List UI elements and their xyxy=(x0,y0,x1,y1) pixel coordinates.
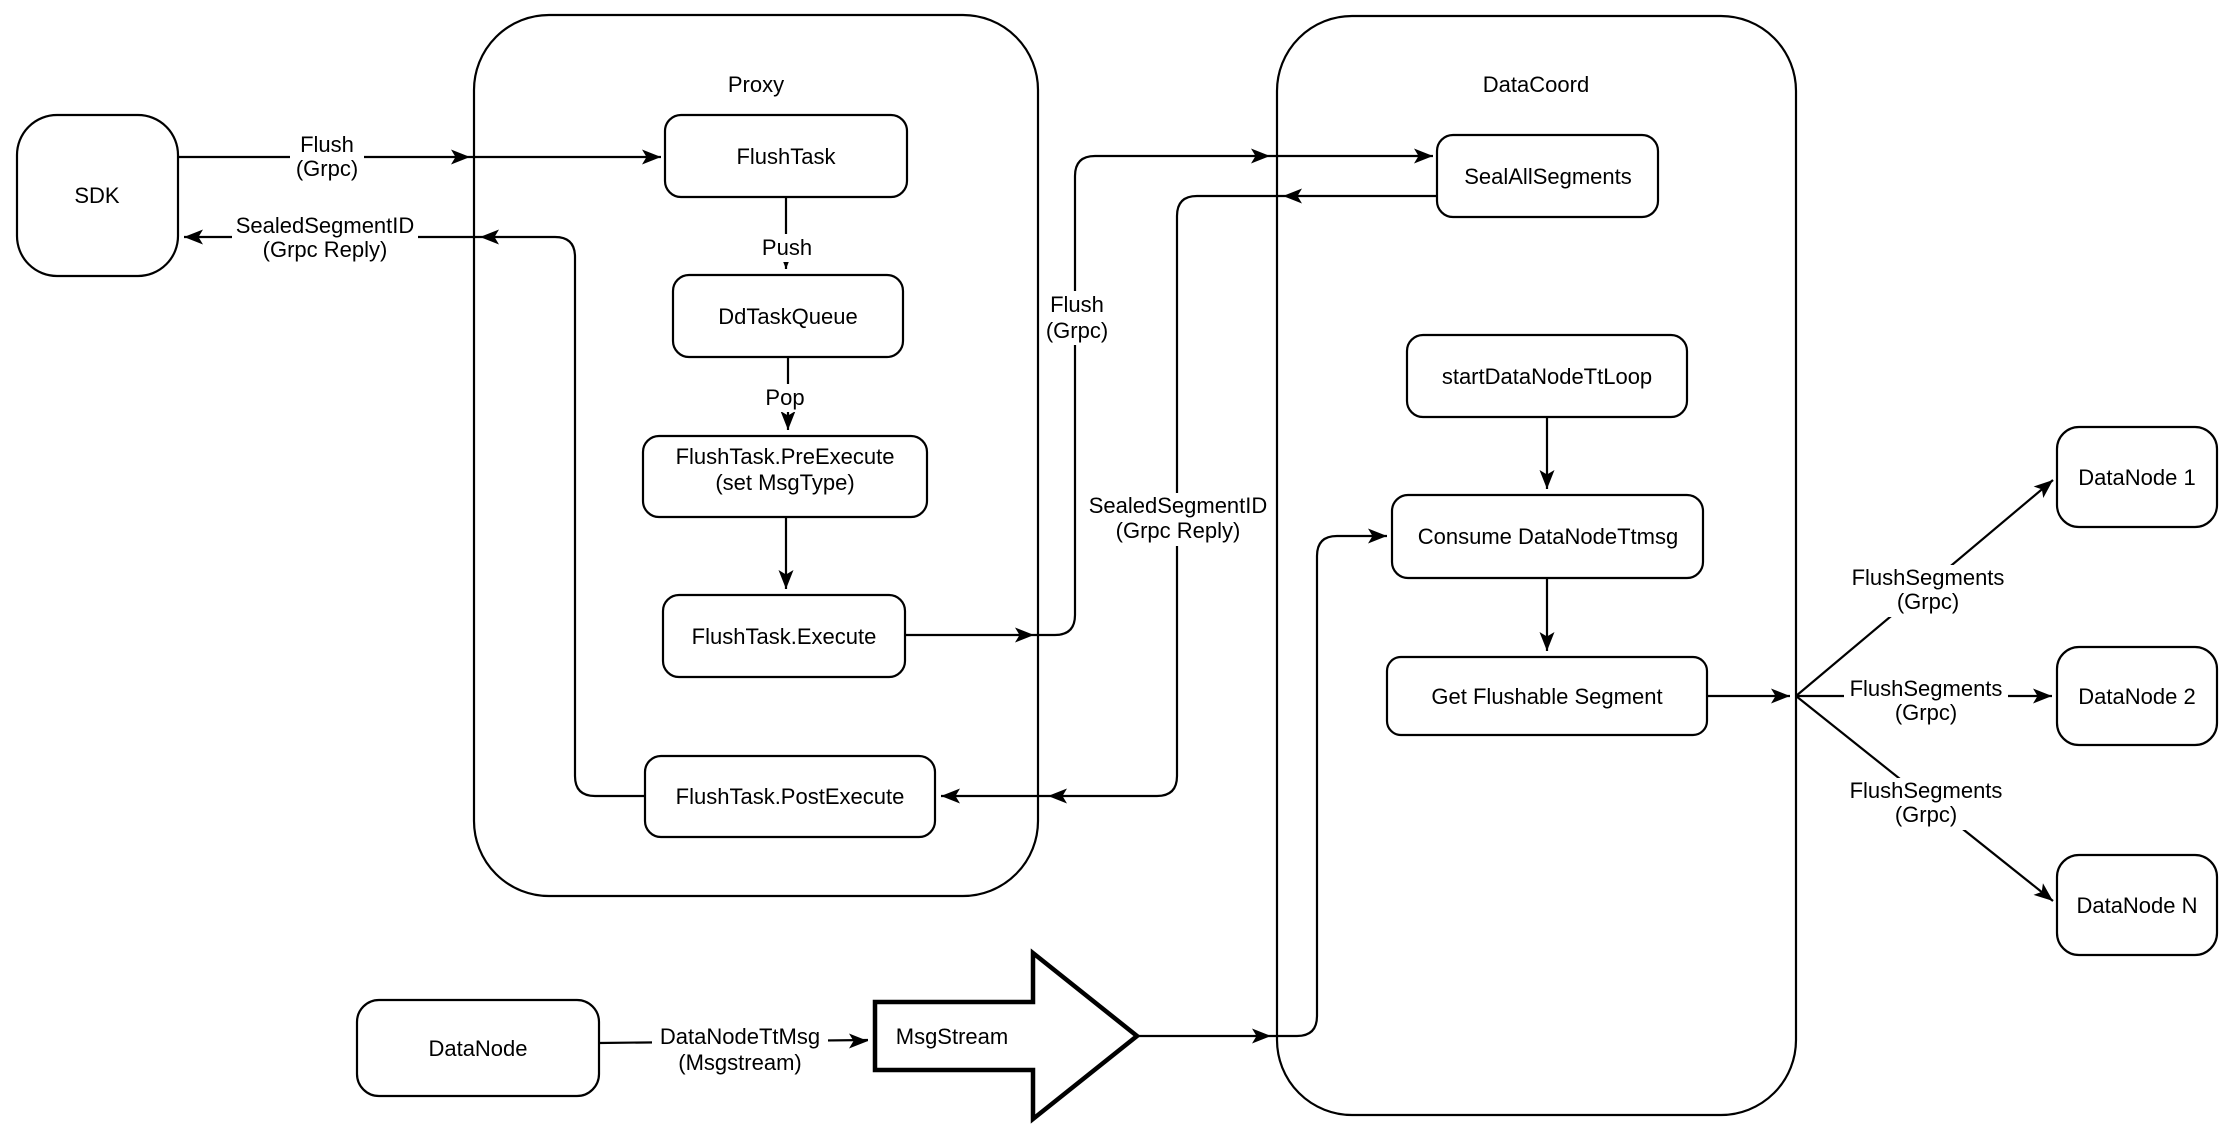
arrowhead xyxy=(1251,148,1270,164)
get-flushable-segment-label: Get Flushable Segment xyxy=(1431,684,1662,709)
edge-label-flushsegments-1: FlushSegments (Grpc) xyxy=(1846,565,2010,617)
arrowhead xyxy=(778,570,794,589)
arrowhead xyxy=(849,1033,868,1049)
edge-label-pop: Pop xyxy=(760,384,810,412)
sealallsegments-label: SealAllSegments xyxy=(1464,164,1632,189)
arrowhead xyxy=(1048,788,1067,804)
edge-label-flushsegments-3: FlushSegments (Grpc) xyxy=(1844,778,2008,830)
edge-label-text: Flush xyxy=(1050,292,1104,317)
get-flushable-segment-node: Get Flushable Segment xyxy=(1385,655,1709,737)
datanoden-node: DataNode N xyxy=(2055,853,2219,957)
edge-label-flush-sdk: Flush (Grpc) xyxy=(290,131,364,183)
datanode1-label: DataNode 1 xyxy=(2078,465,2195,490)
edge-label-text: (Grpc) xyxy=(1895,802,1957,827)
edge-label-sealedsegment-mid: SealedSegmentID (Grpc Reply) xyxy=(1085,493,1271,546)
arrowhead xyxy=(1368,528,1387,544)
arrowhead xyxy=(1771,688,1790,704)
msgstream-label: MsgStream xyxy=(896,1024,1008,1049)
msgstream-node: MsgStream xyxy=(872,948,1141,1124)
edge-label-text: (Grpc Reply) xyxy=(1116,518,1241,543)
arrowhead xyxy=(780,411,796,430)
consume-datanodettmsg-node: Consume DataNodeTtmsg xyxy=(1390,493,1705,580)
arrowhead xyxy=(184,229,203,245)
edge-label-flush-mid: Flush (Grpc) xyxy=(1040,291,1114,345)
arrowhead xyxy=(2033,883,2053,901)
arrowhead xyxy=(2033,480,2053,498)
edge-label-text: Pop xyxy=(765,385,804,410)
datanode2-node: DataNode 2 xyxy=(2055,645,2219,747)
flushtask-node: FlushTask xyxy=(663,113,909,199)
datanode-label: DataNode xyxy=(428,1036,527,1061)
edge-label-push: Push xyxy=(756,234,818,262)
consume-datanodettmsg-label: Consume DataNodeTtmsg xyxy=(1418,524,1678,549)
arrowhead xyxy=(1414,148,1433,164)
datanode1-node: DataNode 1 xyxy=(2055,425,2219,529)
sdk-node: SDK xyxy=(15,113,180,278)
flushtask-execute-node: FlushTask.Execute xyxy=(661,593,907,679)
edge-label-text: (Grpc Reply) xyxy=(263,237,388,262)
edge-label-text: SealedSegmentID xyxy=(1089,493,1268,518)
edge-label-text: (Grpc) xyxy=(296,156,358,181)
arrowhead xyxy=(642,149,661,165)
sdk-label: SDK xyxy=(74,183,120,208)
datanode2-label: DataNode 2 xyxy=(2078,684,2195,709)
edge-label-sealedsegment-sdk: SealedSegmentID (Grpc Reply) xyxy=(232,213,418,265)
edge-label-text: (Msgstream) xyxy=(678,1050,801,1075)
arrowhead xyxy=(2033,688,2052,704)
arrowheads xyxy=(184,148,2053,1049)
ddtaskqueue-node: DdTaskQueue xyxy=(671,273,905,359)
flushtask-execute-label: FlushTask.Execute xyxy=(692,624,877,649)
flushtask-preexecute-label-line1: FlushTask.PreExecute xyxy=(676,444,895,469)
arrowhead xyxy=(480,229,499,245)
flushtask-postexecute-label: FlushTask.PostExecute xyxy=(676,784,905,809)
flushtask-postexecute-node: FlushTask.PostExecute xyxy=(643,754,937,839)
arrowhead xyxy=(451,149,470,165)
edge-label-text: SealedSegmentID xyxy=(236,213,415,238)
ddtaskqueue-label: DdTaskQueue xyxy=(718,304,857,329)
startdatanodettloop-label: startDataNodeTtLoop xyxy=(1442,364,1652,389)
arrowhead xyxy=(1283,188,1302,204)
edge-label-text: (Grpc) xyxy=(1895,700,1957,725)
arrowhead xyxy=(1252,1028,1271,1044)
edge-labels: Flush (Grpc) SealedSegmentID (Grpc Reply… xyxy=(232,131,2010,1078)
edge-postexecute-to-sdk xyxy=(184,235,645,798)
msgstream-arrow-shape xyxy=(872,948,1141,1124)
edge-label-text: (Grpc) xyxy=(1897,589,1959,614)
arrowhead xyxy=(1539,470,1555,489)
datacoord-container-title: DataCoord xyxy=(1483,72,1589,97)
edge-label-text: (Grpc) xyxy=(1046,318,1108,343)
edge-label-text: FlushSegments xyxy=(1850,676,2003,701)
datanode-node: DataNode xyxy=(355,998,601,1098)
flushtask-label: FlushTask xyxy=(736,144,836,169)
edge-msgstream-to-consume xyxy=(1137,534,1387,1038)
arrowhead xyxy=(941,788,960,804)
flushtask-preexecute-node: FlushTask.PreExecute (set MsgType) xyxy=(641,434,929,519)
edge-label-flushsegments-2: FlushSegments (Grpc) xyxy=(1844,676,2008,728)
edge-execute-to-sealallsegments xyxy=(905,154,1433,637)
arrowhead xyxy=(1539,632,1555,651)
edge-label-datanodettmsg: DataNodeTtMsg (Msgstream) xyxy=(652,1024,828,1078)
proxy-container-title: Proxy xyxy=(728,72,784,97)
datanoden-label: DataNode N xyxy=(2076,893,2197,918)
startdatanodettloop-node: startDataNodeTtLoop xyxy=(1405,333,1689,419)
flushtask-preexecute-label-line2: (set MsgType) xyxy=(715,470,854,495)
edge-label-text: DataNodeTtMsg xyxy=(660,1024,820,1049)
edge-label-text: FlushSegments xyxy=(1850,778,2003,803)
sealallsegments-node: SealAllSegments xyxy=(1435,133,1660,219)
edge-label-text: Push xyxy=(762,235,812,260)
arrowhead xyxy=(1015,627,1034,643)
edge-label-text: Flush xyxy=(300,132,354,157)
edge-label-text: FlushSegments xyxy=(1852,565,2005,590)
